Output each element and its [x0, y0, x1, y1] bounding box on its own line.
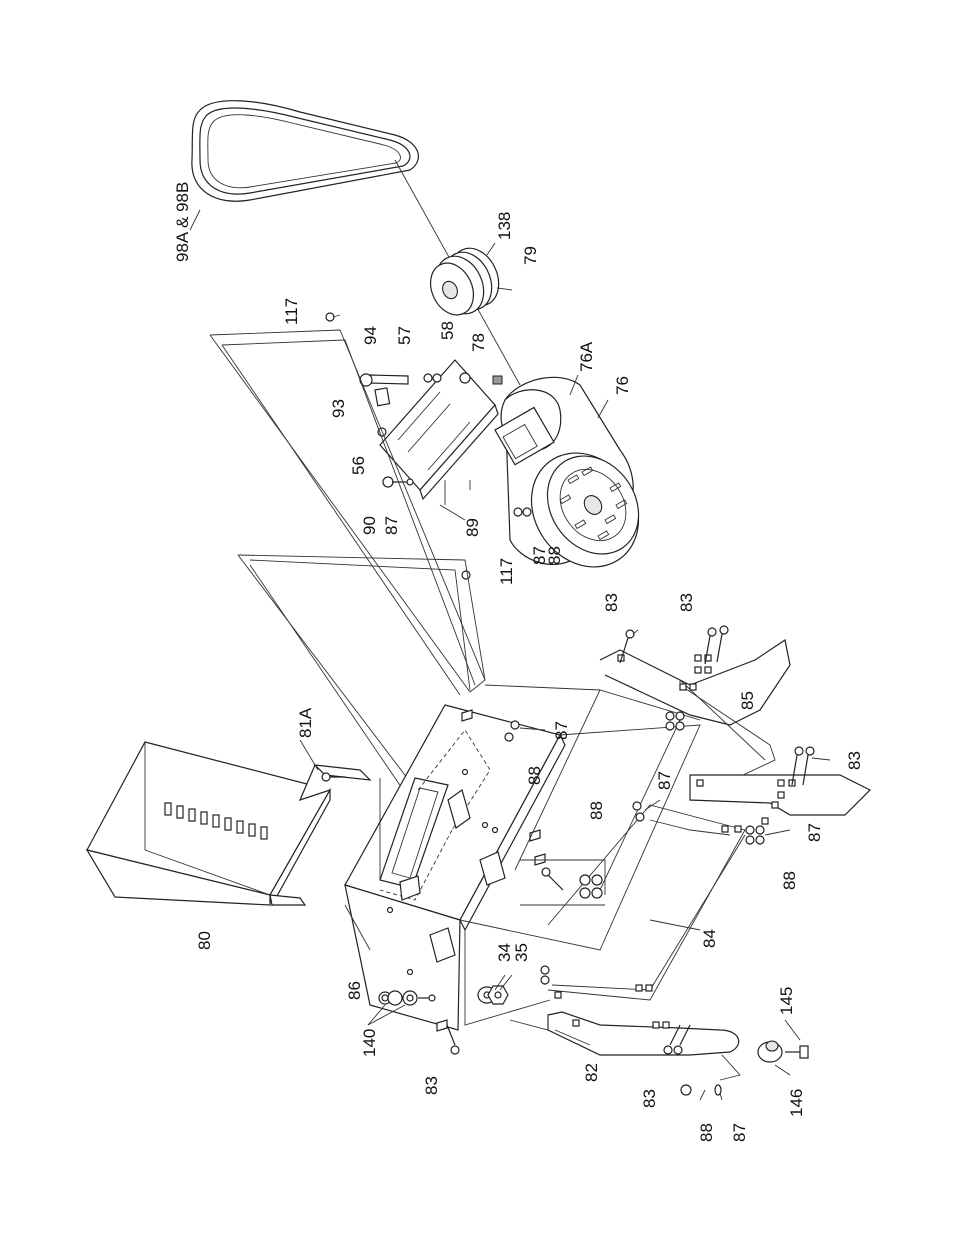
cabinet-top: [345, 705, 565, 1031]
label-88-d: 88: [780, 871, 799, 890]
label-138: 138: [495, 212, 514, 240]
label-90: 90: [360, 516, 379, 535]
label-83-c: 83: [845, 751, 864, 770]
label-88-motor: 88: [545, 546, 564, 565]
label-87-c: 87: [552, 721, 571, 740]
label-83-b: 83: [677, 593, 696, 612]
label-83-a: 83: [602, 593, 621, 612]
motor-pulley: [422, 241, 512, 322]
label-79: 79: [521, 246, 540, 265]
label-140: 140: [360, 1029, 379, 1057]
label-87-e: 87: [805, 823, 824, 842]
label-88-b: 88: [525, 766, 544, 785]
label-98a-98b: 98A & 98B: [173, 182, 192, 262]
label-57: 57: [395, 326, 414, 345]
label-93: 93: [329, 399, 348, 418]
label-89: 89: [463, 518, 482, 537]
label-86: 86: [345, 981, 364, 1000]
label-81a: 81A: [296, 707, 315, 738]
label-83-d: 83: [422, 1076, 441, 1095]
label-82: 82: [582, 1063, 601, 1082]
label-58: 58: [438, 321, 457, 340]
label-80: 80: [195, 931, 214, 950]
electrical-box: [87, 742, 330, 905]
label-35: 35: [512, 943, 531, 962]
bracket-81a: [300, 740, 370, 800]
label-145: 145: [777, 987, 796, 1015]
label-56: 56: [349, 456, 368, 475]
label-76a: 76A: [577, 341, 596, 372]
label-88-c: 88: [587, 801, 606, 820]
label-117-top: 117: [282, 298, 301, 325]
motor: [495, 375, 660, 588]
leg-82: [548, 985, 739, 1055]
label-87-mount: 87: [382, 516, 401, 535]
label-76: 76: [613, 376, 632, 395]
label-87-f: 87: [730, 1123, 749, 1142]
label-88-e: 88: [697, 1123, 716, 1142]
label-85: 85: [738, 691, 757, 710]
label-117-bottom: 117: [497, 558, 516, 585]
label-78: 78: [469, 333, 488, 352]
label-87-d: 87: [655, 771, 674, 790]
label-83-e: 83: [640, 1089, 659, 1108]
label-146: 146: [787, 1089, 806, 1117]
label-84: 84: [700, 929, 719, 948]
label-94: 94: [361, 326, 380, 345]
